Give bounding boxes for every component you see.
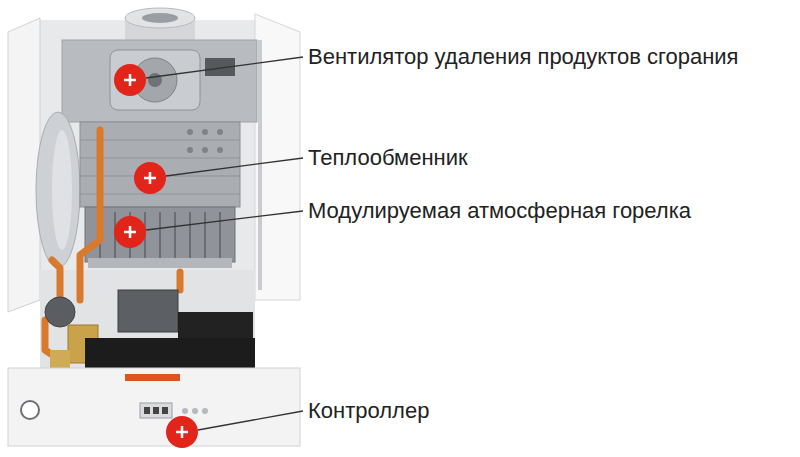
leader-line xyxy=(146,211,303,230)
flue-opening xyxy=(142,13,178,23)
right-side-panel xyxy=(255,14,300,300)
control-box xyxy=(85,338,255,368)
plus-marker xyxy=(114,216,146,248)
exchanger-holes xyxy=(187,129,223,153)
ignition-unit xyxy=(178,312,253,340)
fan-chamber xyxy=(62,40,257,122)
plus-marker xyxy=(166,416,198,448)
callout-label: Модулируемая атмосферная горелка xyxy=(308,198,691,224)
burner-ramps xyxy=(100,212,220,258)
plus-marker xyxy=(114,64,146,96)
brass-valve xyxy=(50,350,70,370)
pressure-gauge xyxy=(21,401,39,419)
fan-housing xyxy=(110,50,200,110)
copper-pipes xyxy=(45,130,180,360)
front-panel xyxy=(8,368,300,446)
exchanger-fins xyxy=(80,140,240,194)
gas-valve xyxy=(118,290,178,332)
leader-line xyxy=(198,411,303,430)
lower-interior xyxy=(40,270,255,370)
panel-edge xyxy=(258,40,262,290)
leader-line xyxy=(146,57,303,78)
display-segments xyxy=(144,407,168,414)
plus-marker xyxy=(134,162,166,194)
callout-label: Вентилятор удаления продуктов сгорания xyxy=(308,44,739,70)
flue-collar-top xyxy=(125,8,195,28)
vessel-highlight xyxy=(52,130,72,250)
control-buttons xyxy=(182,408,208,414)
brand-logo xyxy=(125,374,180,381)
left-side-panel xyxy=(8,18,40,312)
leader-lines xyxy=(146,57,303,430)
pump xyxy=(45,297,75,327)
heat-exchanger xyxy=(80,122,240,207)
burner xyxy=(85,207,235,262)
callout-label: Контроллер xyxy=(308,398,429,424)
expansion-vessel xyxy=(36,112,80,268)
gas-manifold xyxy=(88,258,232,268)
callout-markers xyxy=(114,64,198,448)
leader-line xyxy=(166,158,303,176)
callout-label: Теплообменник xyxy=(308,145,468,171)
display xyxy=(140,403,172,418)
fan-hub xyxy=(148,73,162,87)
